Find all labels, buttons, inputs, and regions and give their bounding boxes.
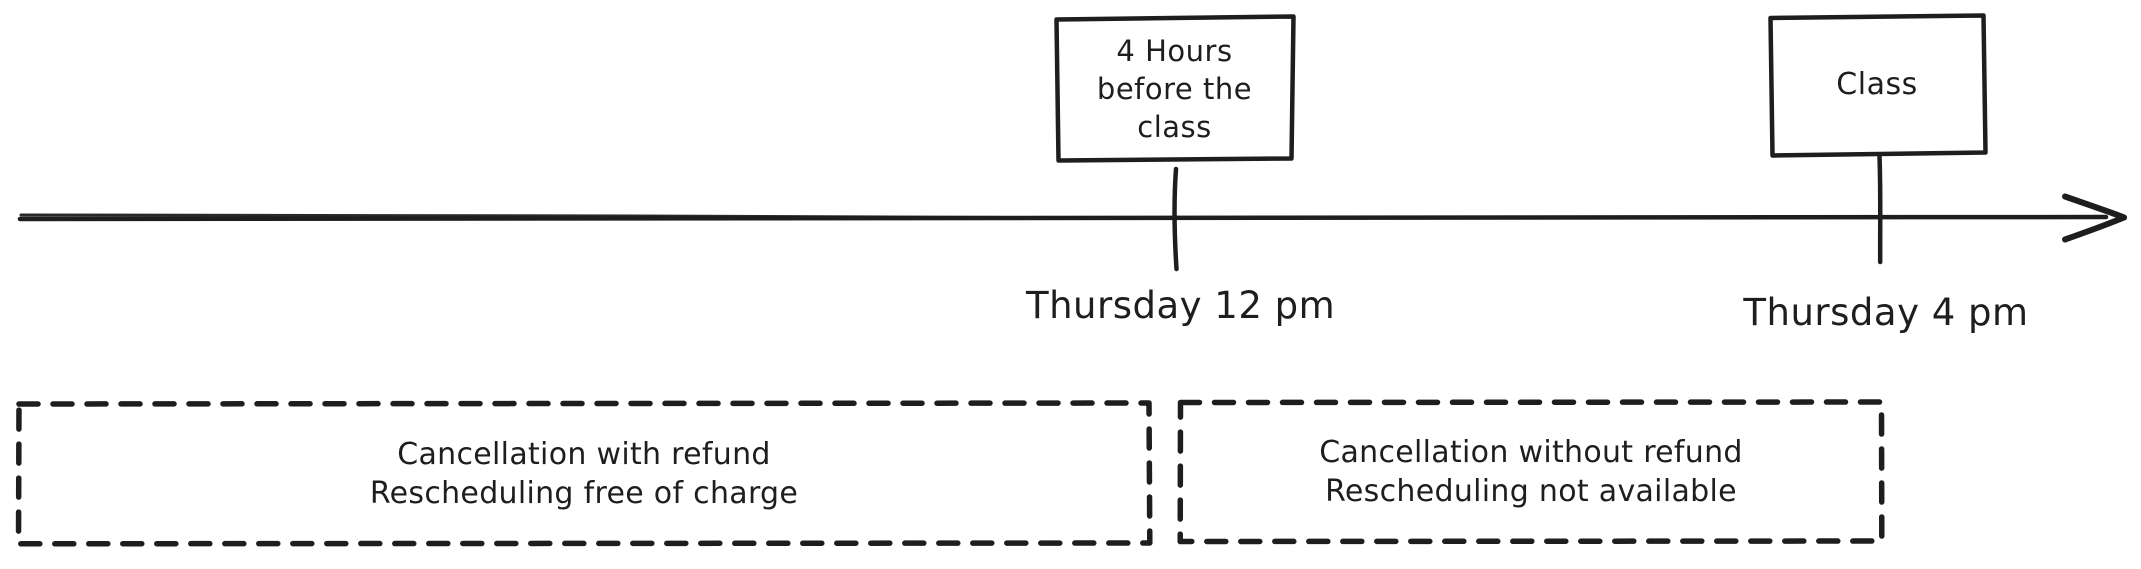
four-hours-box: 4 Hours before the class <box>1056 18 1293 159</box>
refund-zone: Cancellation with refund Rescheduling fr… <box>19 404 1149 543</box>
time-label-thursday-4pm: Thursday 4 pm <box>1743 291 2029 334</box>
refund-zone-outline <box>15 400 1153 547</box>
class-box-line1: Class <box>1836 66 1918 102</box>
class-box-outline <box>1768 13 1988 158</box>
four-hours-box-outline <box>1054 14 1296 163</box>
no-refund-zone-line1: Cancellation without refund <box>1319 434 1743 470</box>
four-hours-box-line3: class <box>1137 109 1212 144</box>
four-hours-box-line1: 4 Hours <box>1116 33 1233 68</box>
no-refund-zone-line2: Rescheduling not available <box>1325 473 1737 509</box>
tick-mark-4pm <box>1877 154 1883 265</box>
refund-zone-line1: Cancellation with refund <box>397 436 771 472</box>
time-label-thursday-12pm: Thursday 12 pm <box>1026 284 1336 327</box>
tick-mark-12pm <box>1172 166 1179 272</box>
timeline-arrow <box>17 193 2127 243</box>
class-box: Class <box>1770 16 1984 153</box>
no-refund-zone: Cancellation without refund Rescheduling… <box>1181 402 1881 541</box>
four-hours-box-line2: before the <box>1096 71 1253 106</box>
arrowhead-icon <box>2062 193 2127 243</box>
refund-zone-line2: Rescheduling free of charge <box>369 475 799 511</box>
